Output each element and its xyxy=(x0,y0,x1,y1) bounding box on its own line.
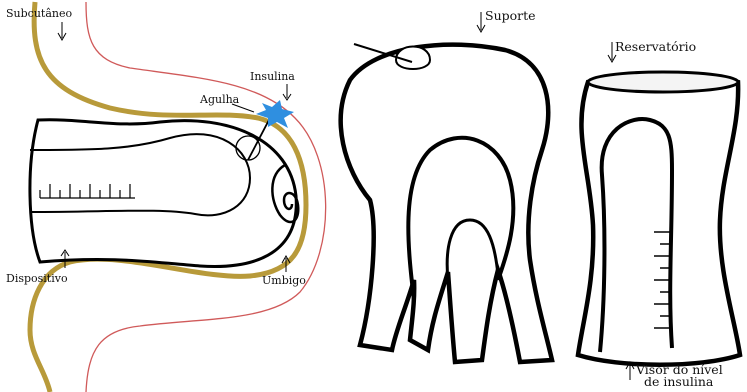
reservoir-top-opening xyxy=(588,72,738,92)
label-agulha: Agulha xyxy=(199,93,240,106)
label-suporte: Suporte xyxy=(485,8,536,23)
support-panel: Suporte xyxy=(341,8,552,362)
support-outline xyxy=(341,45,552,362)
support-arrow xyxy=(477,12,485,32)
label-insulina: Insulina xyxy=(250,70,295,83)
cross-section-panel: Subcutâneo Insulina Agulha Dispositivo U… xyxy=(6,2,326,392)
reservoir-panel: Reservatório Visor do nível de insulina xyxy=(578,39,740,389)
label-reservatorio: Reservatório xyxy=(615,39,696,54)
label-visor-line2: de insulina xyxy=(644,374,714,389)
label-umbigo: Umbigo xyxy=(262,274,306,287)
label-dispositivo: Dispositivo xyxy=(6,272,68,285)
label-subcutaneo: Subcutâneo xyxy=(6,7,72,20)
